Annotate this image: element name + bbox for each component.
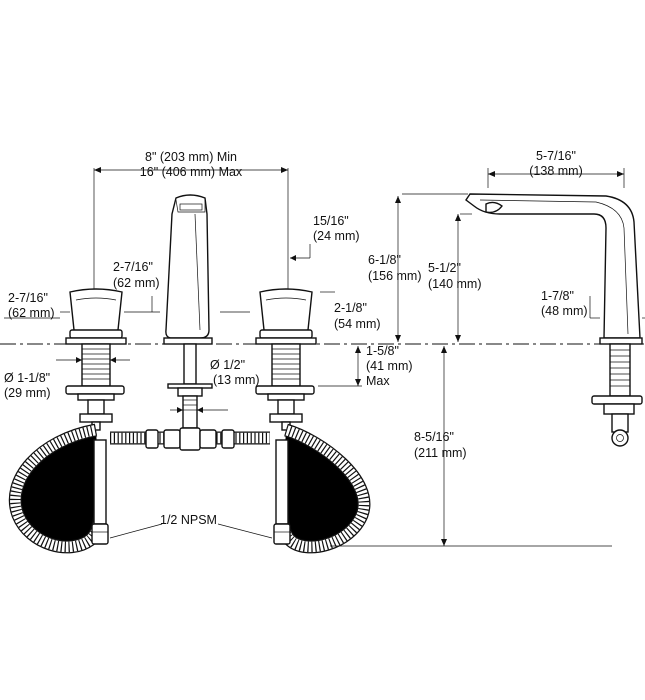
- handle-width-left-in-label: 2-7/16": [8, 291, 48, 305]
- shank-diameter-dimension: Ø 1-1/8" (29 mm): [4, 357, 130, 400]
- handle-width-mid-dimension: 2-7/16" (62 mm): [113, 260, 160, 313]
- spout-depth-dimension: 5-7/16" (138 mm): [487, 149, 625, 188]
- npsm-callout: 1/2 NPSM: [109, 513, 273, 539]
- side-spout-icon: [465, 193, 643, 447]
- spout-height-in-label: 5-1/2": [428, 261, 461, 275]
- supply-hose-icon: [15, 430, 364, 547]
- spacing-min-label: 8" (203 mm) Min: [145, 150, 237, 164]
- below-deck-dimension: 8-5/16" (211 mm): [330, 346, 612, 547]
- spout-base-dimension: 1-7/8" (48 mm): [541, 289, 645, 319]
- tee-connector-icon: [145, 427, 235, 451]
- spout-width-mm-label: (24 mm): [313, 229, 360, 243]
- spout-depth-mm-label: (138 mm): [529, 164, 582, 178]
- spout-height-dimension: 5-1/2" (140 mm): [428, 213, 481, 342]
- spout-width-in-label: 15/16": [313, 214, 349, 228]
- npsm-label: 1/2 NPSM: [160, 513, 217, 527]
- spout-width-dimension: 15/16" (24 mm): [290, 214, 360, 261]
- left-handle-icon: [65, 288, 127, 431]
- handle-width-left-dimension: 2-7/16" (62 mm): [4, 291, 70, 320]
- right-handle-icon: [255, 288, 317, 431]
- below-deck-mm-label: (211 mm): [414, 446, 467, 460]
- handle-width-mid-in-label: 2-7/16": [113, 260, 153, 274]
- spout-icon: [163, 194, 213, 429]
- spout-shank-diameter-dimension: Ø 1/2" (13 mm): [170, 358, 260, 413]
- handle-width-mid-mm-label: (62 mm): [113, 276, 160, 290]
- below-deck-in-label: 8-5/16": [414, 430, 454, 444]
- spout-shank-dia-mm-label: (13 mm): [213, 373, 260, 387]
- shank-dia-in-label: Ø 1-1/8": [4, 371, 50, 385]
- handle-height-dimension: 2-1/8" (54 mm): [220, 291, 381, 331]
- total-height-dimension: 6-1/8" (156 mm): [368, 193, 468, 342]
- total-height-in-label: 6-1/8": [368, 253, 401, 267]
- deck-thickness-mm-label: (41 mm): [366, 359, 413, 373]
- deck-thickness-max-label: Max: [366, 374, 390, 388]
- handle-width-left-mm-label: (62 mm): [8, 306, 55, 320]
- spout-shank-dia-in-label: Ø 1/2": [210, 358, 245, 372]
- total-height-mm-label: (156 mm): [368, 269, 421, 283]
- handle-height-mm-label: (54 mm): [334, 317, 381, 331]
- spacing-max-label: 16" (406 mm) Max: [140, 165, 243, 179]
- handle-height-in-label: 2-1/8": [334, 301, 367, 315]
- spout-base-dia-in-label: 1-7/8": [541, 289, 574, 303]
- shank-dia-mm-label: (29 mm): [4, 386, 51, 400]
- deck-thickness-in-label: 1-5/8": [366, 344, 399, 358]
- spacing-dimension: 8" (203 mm) Min 16" (406 mm) Max: [93, 150, 289, 290]
- spout-height-mm-label: (140 mm): [428, 277, 481, 291]
- spout-base-dia-mm-label: (48 mm): [541, 304, 588, 318]
- deck-thickness-dimension: 1-5/8" (41 mm) Max: [318, 344, 413, 388]
- spout-depth-in-label: 5-7/16": [536, 149, 576, 163]
